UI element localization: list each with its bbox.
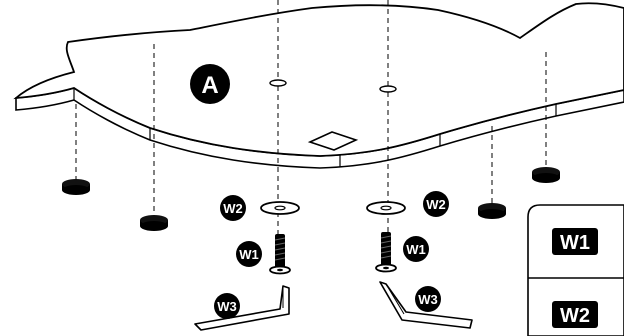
bolt-right	[375, 232, 397, 273]
w3-left-label: W3	[217, 299, 237, 314]
legend-code-w1: W1	[560, 232, 590, 254]
w1-right-label: W1	[406, 242, 426, 257]
w3-left-badge: W3	[214, 293, 240, 319]
top-hole-right	[379, 85, 397, 93]
foot-pad	[478, 203, 506, 219]
w1-right-badge: W1	[403, 236, 429, 262]
allen-key-left	[194, 285, 290, 331]
hardware-legend: W1 W2	[527, 204, 624, 336]
foot-pad	[62, 179, 90, 195]
w2-right-label: W2	[426, 197, 446, 212]
w1-left-badge: W1	[236, 241, 262, 267]
washer-left	[260, 201, 300, 215]
w3-right-label: W3	[418, 292, 438, 307]
foot-pad	[140, 215, 168, 231]
part-a-badge: A	[190, 64, 230, 104]
w3-right-badge: W3	[415, 286, 441, 312]
feet-pads	[62, 167, 560, 231]
bolt-left	[269, 234, 291, 275]
w2-left-label: W2	[223, 201, 243, 216]
table-top-surface	[13, 2, 624, 157]
legend-code-w2: W2	[560, 305, 590, 327]
table-top	[13, 2, 624, 169]
allen-key-right	[379, 281, 473, 329]
legend-item-w1: W1	[552, 228, 598, 255]
legend-item-w2: W2	[552, 301, 598, 328]
w2-left-badge: W2	[220, 195, 246, 221]
top-hole-left	[269, 79, 287, 87]
w2-right-badge: W2	[423, 191, 449, 217]
washer-right	[366, 201, 406, 215]
label-plate	[307, 131, 359, 151]
foot-pad	[532, 167, 560, 183]
part-a-label: A	[201, 72, 218, 99]
guide-lines	[75, 0, 547, 234]
w1-left-label: W1	[239, 247, 259, 262]
